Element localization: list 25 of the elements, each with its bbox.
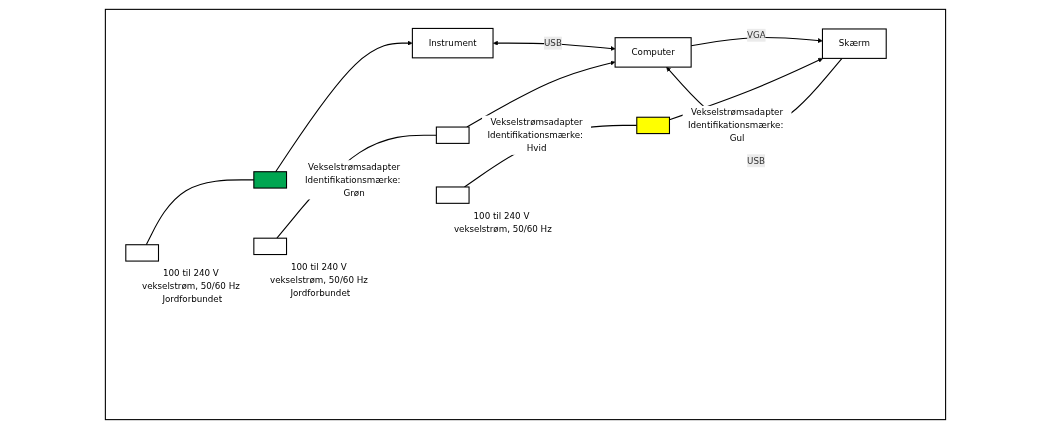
node-label: Identifikationsmærke: Gul xyxy=(687,119,784,144)
node-label: Identifikationsmærke: Hvid xyxy=(487,129,583,154)
arrow xyxy=(493,40,616,51)
arrow xyxy=(275,40,413,173)
node-box: Skærm xyxy=(821,28,887,59)
node-label: Vekselstrømsadapter xyxy=(691,106,784,118)
node-box xyxy=(253,171,288,189)
edge-label: USB xyxy=(543,37,562,49)
node-box xyxy=(435,186,470,204)
node-box xyxy=(125,244,160,262)
node-box xyxy=(435,126,470,144)
edge-label: USB xyxy=(747,155,766,166)
node-label: 100 til 240 V vekselstrøm, 50/60 Hz Jordforbundet xyxy=(141,268,240,305)
cluster xyxy=(104,8,947,421)
node-label: Vekselstrømsadapter xyxy=(308,161,401,172)
node-box xyxy=(253,237,288,256)
node-label: 100 til 240 V vekselstrøm, 50/60 Hz xyxy=(453,210,552,234)
node-box: Instrument xyxy=(411,27,494,59)
arrow xyxy=(466,60,616,128)
node-label: 100 til 240 V vekselstrøm, 50/60 Hz Jordforbundet xyxy=(270,261,368,299)
node-label: Vekselstrømsadapter xyxy=(490,116,583,128)
edge-label: VGA xyxy=(747,29,766,41)
node-box: Computer xyxy=(614,37,692,68)
node-label: Identifikationsmærke: Grøn xyxy=(304,174,401,198)
node-box xyxy=(636,116,671,135)
